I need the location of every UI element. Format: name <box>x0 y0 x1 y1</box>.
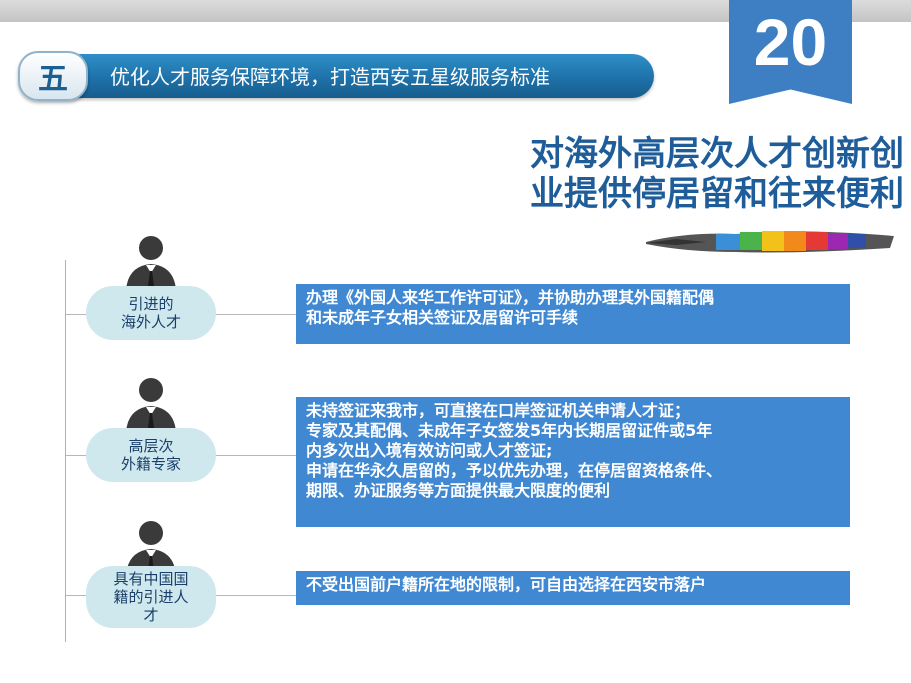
section-header-bar <box>22 54 654 98</box>
info-box-foreign-experts: 未持签证来我市，可直接在口岸签证机关申请人才证； 专家及其配偶、未成年子女签发5… <box>296 397 850 527</box>
category-node-foreign-experts: 高层次 外籍专家 <box>86 428 216 482</box>
top-bar <box>0 0 911 22</box>
node-label-line: 外籍专家 <box>120 455 181 473</box>
info-text-line: 不受出国前户籍所在地的限制，可自由选择在西安市落户 <box>306 575 707 594</box>
slide-title-line-1: 对海外高层次人才创新创 <box>530 134 904 174</box>
node-label-line: 才 <box>143 606 159 624</box>
info-box-overseas-talent: 办理《外国人来华工作许可证》，并协助办理其外国籍配偶 和未成年子女相关签证及居留… <box>296 284 850 344</box>
node-label-line: 引进的 <box>128 295 174 313</box>
slide-title-line-2: 业提供停居留和往来便利 <box>530 174 904 214</box>
connector-line <box>216 595 296 596</box>
section-number-badge: 五 <box>18 51 88 101</box>
page-number: 20 <box>753 5 828 79</box>
info-text-line: 和未成年子女相关签证及居留许可手续 <box>306 308 579 327</box>
connector-line <box>216 455 296 456</box>
timeline-vertical-line <box>65 260 66 642</box>
node-label-line: 高层次 <box>128 437 174 455</box>
connector-line <box>65 455 87 456</box>
info-text-line: 期限、办证服务等方面提供最大限度的便利 <box>306 481 611 500</box>
connector-line <box>65 595 87 596</box>
node-label-line: 具有中国国 <box>113 570 189 588</box>
category-node-chinese-nationals: 具有中国国 籍的引进人 才 <box>86 566 216 628</box>
connector-line <box>216 314 296 315</box>
node-label-line: 海外人才 <box>120 313 181 331</box>
info-text-line: 办理《外国人来华工作许可证》，并协助办理其外国籍配偶 <box>306 288 715 307</box>
person-icon <box>126 236 176 290</box>
person-icon <box>126 378 176 432</box>
info-text-line: 未持签证来我市，可直接在口岸签证机关申请人才证； <box>306 401 691 420</box>
info-text-line: 申请在华永久居留的，予以优先办理，在停居留资格条件、 <box>306 461 723 480</box>
page-number-tab <box>729 0 852 104</box>
slide-title: 对海外高层次人才创新创 业提供停居留和往来便利 <box>500 134 904 214</box>
section-title: 优化人才服务保障环境，打造西安五星级服务标准 <box>110 65 550 89</box>
info-text-line: 内多次出入境有效访问或人才签证; <box>306 441 553 460</box>
category-node-overseas-talent: 引进的 海外人才 <box>86 286 216 340</box>
connector-line <box>65 314 87 315</box>
info-box-chinese-nationals: 不受出国前户籍所在地的限制，可自由选择在西安市落户 <box>296 571 850 605</box>
info-text-line: 专家及其配偶、未成年子女签发5年内长期居留证件或5年 <box>306 421 713 440</box>
node-label-line: 籍的引进人 <box>113 588 189 606</box>
paint-brush-stroke-icon <box>646 231 894 253</box>
